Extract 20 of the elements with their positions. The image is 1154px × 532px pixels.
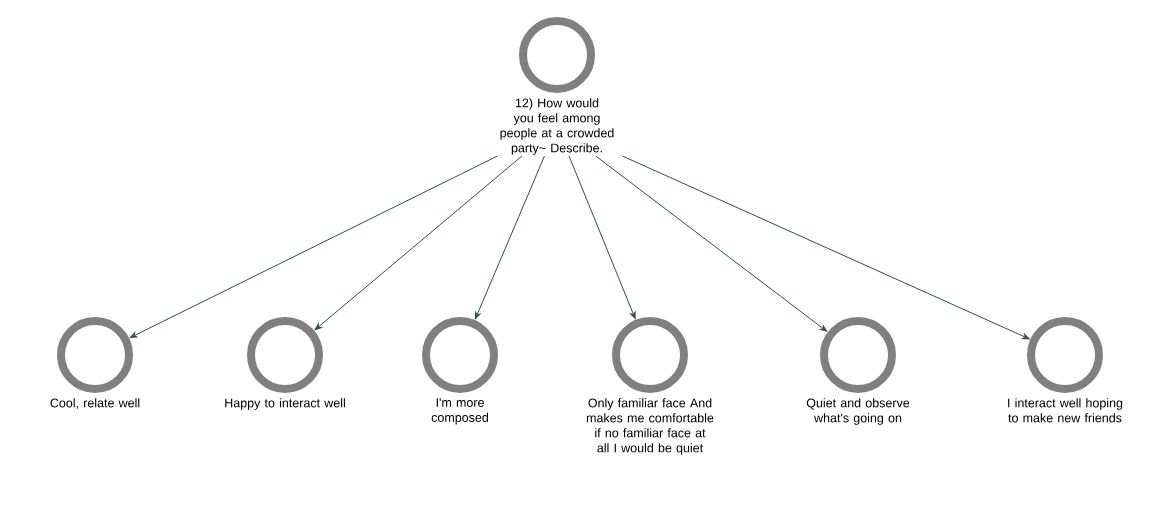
circle-node: I'm more composed: [422, 317, 498, 425]
arrow: [314, 155, 523, 331]
circle-node: Quiet and observe what's going on: [806, 317, 910, 425]
arrow: [568, 155, 636, 319]
node-label: Cool, relate well: [50, 398, 140, 409]
node-label: I interact well hoping to make new friends: [1008, 398, 1123, 423]
circle-node: I interact well hoping to make new friends: [1008, 317, 1123, 423]
node-label: 12) How would you feel among people at a crowded party~ Describe.: [500, 98, 614, 155]
circle-node: Only familiar face And makes me comfortable if no familiar face at all I would be quiet: [586, 317, 714, 455]
node-label: Only familiar face And makes me comfortable if no familiar face at all I would be quiet: [586, 398, 714, 455]
circle-node: 12) How would you feel among people at a crowded party~ Describe.: [500, 17, 614, 155]
node-label: I'm more composed: [431, 398, 489, 425]
circle-node: Happy to interact well: [225, 317, 345, 410]
circle-node: Cool, relate well: [50, 317, 140, 409]
node-label: Happy to interact well: [225, 398, 345, 410]
node-label: Quiet and observe what's going on: [806, 398, 910, 425]
arrow: [595, 155, 828, 332]
arrow: [622, 155, 1030, 340]
arrow: [129, 155, 498, 339]
arrow: [474, 155, 545, 320]
